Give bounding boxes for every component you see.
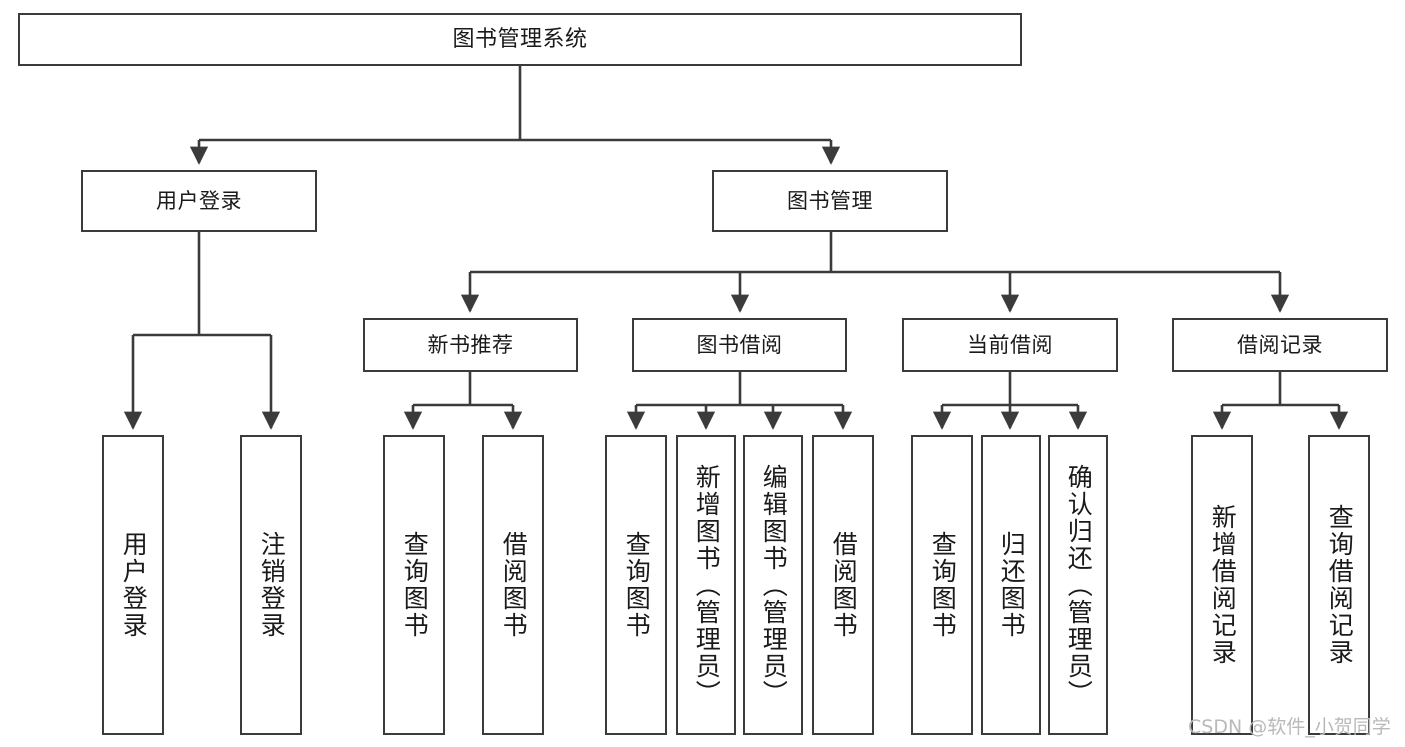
- node-label: 当前借阅: [967, 332, 1053, 357]
- node-book-management[interactable]: 图书管理: [712, 170, 948, 232]
- node-new-book-recommend[interactable]: 新书推荐: [363, 318, 578, 372]
- node-current-borrow[interactable]: 当前借阅: [902, 318, 1118, 372]
- node-label: 借阅记录: [1237, 332, 1323, 357]
- node-label: 查询借阅记录: [1325, 504, 1355, 666]
- node-borrow-record[interactable]: 借阅记录: [1172, 318, 1388, 372]
- node-label: 注销登录: [257, 531, 287, 639]
- node-label: 确认归还（管理员）: [1064, 463, 1094, 707]
- leaf-book-borrow-edit-book-admin[interactable]: 编辑图书（管理员）: [743, 435, 803, 735]
- node-book-borrow[interactable]: 图书借阅: [632, 318, 847, 372]
- node-label: 用户登录: [119, 531, 149, 639]
- node-user-login[interactable]: 用户登录: [81, 170, 317, 232]
- leaf-new-book-query-book[interactable]: 查询图书: [383, 435, 445, 735]
- node-label: 查询图书: [622, 531, 652, 639]
- csdn-watermark: CSDN @软件_小贺同学: [1188, 716, 1391, 738]
- leaf-borrow-record-query-record[interactable]: 查询借阅记录: [1308, 435, 1370, 735]
- leaf-user-login-logout[interactable]: 注销登录: [240, 435, 302, 735]
- node-label: 借阅图书: [829, 531, 859, 639]
- node-label: 新书推荐: [427, 332, 514, 357]
- node-label: 编辑图书（管理员）: [759, 463, 789, 707]
- node-label: 借阅图书: [499, 531, 529, 639]
- node-label: 图书借阅: [696, 332, 783, 357]
- node-label: 用户登录: [156, 188, 242, 213]
- leaf-current-borrow-confirm-return-admin[interactable]: 确认归还（管理员）: [1048, 435, 1108, 735]
- node-label: 图书管理系统: [452, 26, 588, 52]
- node-label: 查询图书: [928, 531, 958, 639]
- leaf-current-borrow-query-book[interactable]: 查询图书: [911, 435, 973, 735]
- leaf-borrow-record-add-record[interactable]: 新增借阅记录: [1191, 435, 1253, 735]
- leaf-book-borrow-query-book[interactable]: 查询图书: [605, 435, 667, 735]
- leaf-book-borrow-borrow-book[interactable]: 借阅图书: [812, 435, 874, 735]
- leaf-current-borrow-return-book[interactable]: 归还图书: [981, 435, 1041, 735]
- leaf-user-login-login[interactable]: 用户登录: [102, 435, 164, 735]
- node-label: 图书管理: [787, 188, 873, 213]
- leaf-book-borrow-add-book-admin[interactable]: 新增图书（管理员）: [676, 435, 736, 735]
- node-label: 归还图书: [997, 531, 1027, 639]
- node-label: 新增借阅记录: [1208, 504, 1238, 666]
- node-root-book-management-system[interactable]: 图书管理系统: [18, 13, 1022, 66]
- leaf-new-book-borrow-book[interactable]: 借阅图书: [482, 435, 544, 735]
- node-label: 查询图书: [400, 531, 430, 639]
- node-label: 新增图书（管理员）: [692, 463, 722, 707]
